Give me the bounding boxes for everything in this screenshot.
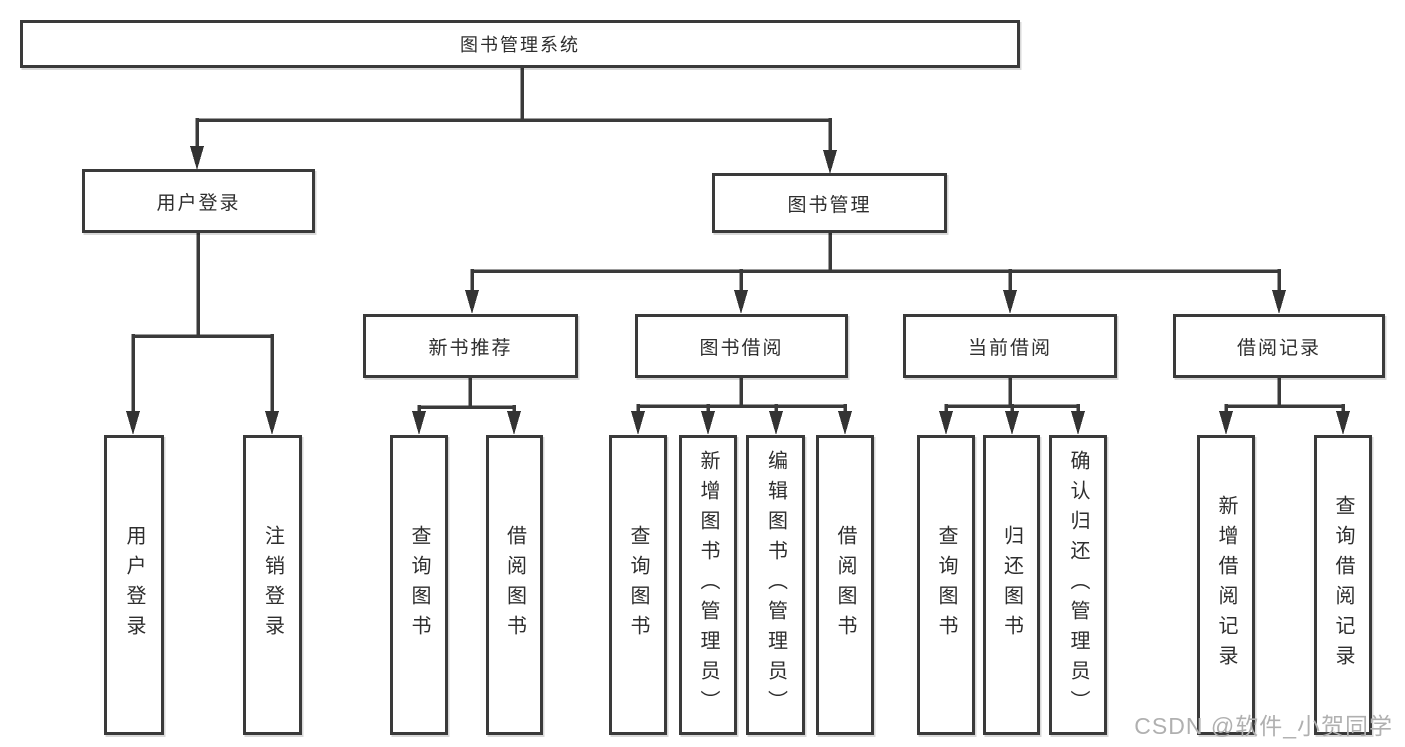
node-new-book-recommend: 新书推荐 [363, 314, 578, 378]
node-user-login: 用户登录 [82, 169, 315, 233]
node-label: 查询图书 [408, 525, 430, 645]
node-label: 新增借阅记录 [1215, 495, 1237, 675]
node-label: 用户登录 [123, 525, 145, 645]
leaf-query-books-current: 查询图书 [917, 435, 975, 735]
node-label: 当前借阅 [967, 337, 1052, 359]
leaf-add-borrow-record: 新增借阅记录 [1197, 435, 1255, 735]
node-label: 新书推荐 [428, 337, 513, 359]
node-borrowing-records: 借阅记录 [1173, 314, 1385, 378]
node-label: 注销登录 [261, 525, 284, 645]
leaf-borrow-books-newrec: 借阅图书 [486, 435, 543, 735]
leaf-return-books: 归还图书 [983, 435, 1040, 735]
node-current-borrowing: 当前借阅 [903, 314, 1117, 378]
leaf-logout: 注销登录 [243, 435, 302, 735]
leaf-query-books-borrowing: 查询图书 [609, 435, 667, 735]
node-label: 图书借阅 [699, 337, 784, 359]
leaf-borrow-books-borrowing: 借阅图书 [816, 435, 874, 735]
csdn-watermark: CSDN @软件_小贺同学 [1134, 713, 1393, 739]
node-library-system-root: 图书管理系统 [20, 20, 1020, 68]
node-label: 用户登录 [156, 192, 241, 214]
leaf-user-login: 用户登录 [104, 435, 164, 735]
leaf-add-books-admin: 新增图书（管理员） [679, 435, 737, 735]
node-label: 查询借阅记录 [1332, 495, 1354, 675]
node-book-management: 图书管理 [712, 173, 947, 233]
node-label: 编辑图书（管理员） [764, 450, 787, 720]
node-label: 借阅图书 [834, 525, 856, 645]
leaf-query-books-newrec: 查询图书 [390, 435, 448, 735]
node-label: 借阅图书 [503, 525, 526, 645]
node-label: 借阅记录 [1236, 337, 1321, 359]
node-label: 图书管理系统 [460, 35, 580, 55]
node-label: 查询图书 [935, 525, 957, 645]
node-label: 归还图书 [1000, 525, 1023, 645]
leaf-confirm-return-admin: 确认归还（管理员） [1049, 435, 1107, 735]
node-label: 新增图书（管理员） [697, 450, 719, 720]
leaf-edit-books-admin: 编辑图书（管理员） [746, 435, 805, 735]
node-label: 查询图书 [627, 525, 649, 645]
node-label: 确认归还（管理员） [1067, 450, 1089, 720]
leaf-query-borrow-record: 查询借阅记录 [1314, 435, 1372, 735]
node-label: 图书管理 [787, 194, 872, 216]
node-book-borrowing: 图书借阅 [635, 314, 848, 378]
